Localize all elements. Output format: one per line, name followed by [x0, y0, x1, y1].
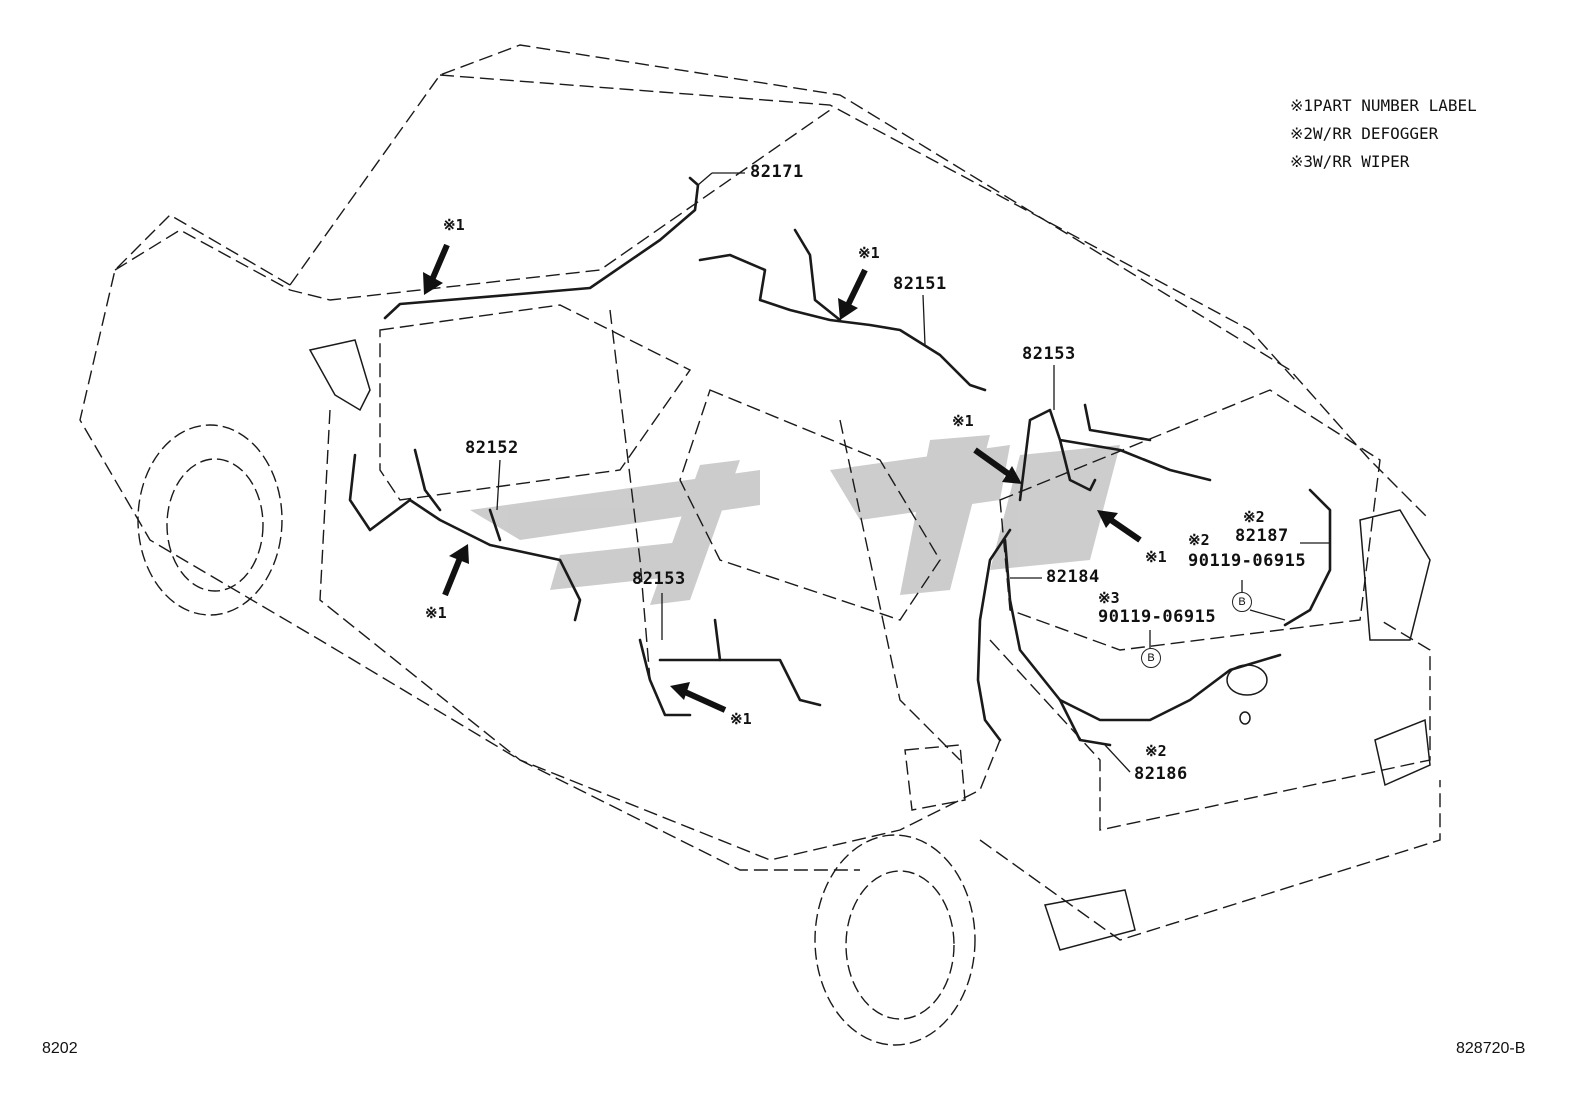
arrow-82171: [429, 243, 450, 282]
harness-82186: [1003, 538, 1282, 722]
note-82187: ※2: [1243, 508, 1265, 526]
note-bolt-b: ※2: [1188, 531, 1210, 549]
circle-b-marker-1: B: [1232, 592, 1252, 612]
car-body-upper: [79, 214, 860, 871]
note-82153-upper: ※1: [952, 412, 974, 430]
legend-item-2: ※2W/RR DEFOGGER: [1290, 124, 1439, 143]
note-82151: ※1: [858, 244, 880, 262]
mirror: [308, 339, 371, 412]
note-82184: ※1: [1145, 548, 1167, 566]
footer-left-code: 8202: [42, 1040, 78, 1057]
b-pillar: [609, 309, 651, 681]
rear-wheel-outer: [814, 834, 976, 1046]
leader-bolt-b2: [1249, 609, 1286, 621]
harness-82153-lower-branch: [713, 618, 722, 662]
car-front: [114, 109, 831, 301]
part-82171: 82171: [750, 162, 804, 182]
leader-82171: [697, 172, 713, 186]
rear-bumper: [979, 780, 1441, 941]
bolt-part-a: 90119-06915: [1098, 607, 1217, 627]
car-roof-outline: [289, 44, 1431, 521]
note-82171: ※1: [443, 216, 465, 234]
part-82187: 82187: [1235, 526, 1289, 546]
rear-lamp-lower: [1044, 889, 1136, 951]
part-82151: 82151: [893, 274, 947, 294]
front-door-window: [379, 304, 692, 501]
part-82153-lower: 82153: [632, 569, 686, 589]
watermark-logo: [470, 435, 1120, 605]
harness-82153-upper: [1018, 408, 1212, 502]
tail-lamp: [1359, 509, 1431, 641]
arrowhead-82184: [1097, 510, 1118, 528]
legend-item-3: ※3W/RR WIPER: [1290, 152, 1410, 171]
bolt-hole: [1239, 711, 1251, 725]
footer-right-code: 828720-B: [1456, 1040, 1526, 1057]
part-82153-upper: 82153: [1022, 344, 1076, 364]
car-roof-line: [439, 74, 1296, 381]
harness-82152-branch2: [488, 508, 502, 542]
arrow-82153-lower: [683, 689, 727, 713]
rear-wheel-inner: [845, 870, 955, 1020]
harness-82151: [698, 253, 987, 392]
arrow-82152: [442, 556, 463, 597]
car-side-lower: [319, 409, 1001, 861]
harness-82184: [976, 528, 1012, 742]
arrow-82184: [1106, 515, 1142, 543]
harness-82151-branch: [793, 228, 842, 322]
bolt-part-b: 90119-06915: [1188, 551, 1307, 571]
rear-door-window: [679, 389, 941, 621]
note-82152: ※1: [425, 604, 447, 622]
front-wheel-inner: [166, 458, 264, 592]
harness-82153-upper-branch: [1083, 403, 1152, 442]
fuel-door: [904, 744, 966, 811]
leader-82152: [496, 459, 501, 511]
legend: ※1PART NUMBER LABEL ※2W/RR DEFOGGER ※3W/…: [1290, 92, 1477, 176]
circle-b-marker-2: B: [1141, 648, 1161, 668]
arrow-82153-upper: [973, 447, 1012, 478]
harness-82187: [1283, 488, 1332, 627]
tailgate: [989, 619, 1431, 831]
arrowhead-82153-lower: [670, 682, 690, 700]
rear-reflector: [1374, 718, 1431, 787]
harness-82152-branch: [413, 448, 442, 512]
rear-glass: [999, 389, 1381, 651]
front-wheel-outer: [137, 424, 283, 616]
leader-82151: [922, 294, 926, 346]
arrow-82151: [845, 268, 868, 307]
part-82186: 82186: [1134, 764, 1188, 784]
arrowhead-82171: [423, 272, 443, 295]
arrowhead-82153-upper: [1002, 466, 1022, 484]
leader-82186: [1104, 744, 1131, 773]
harness-82186-branch: [1058, 698, 1112, 747]
part-82152: 82152: [465, 438, 519, 458]
note-bolt-a: ※3: [1098, 589, 1120, 607]
arrowhead-82151: [838, 298, 858, 320]
note-82153-lower: ※1: [730, 710, 752, 728]
harness-82152: [348, 453, 582, 622]
harness-82171: [383, 176, 700, 320]
note-82186: ※2: [1145, 742, 1167, 760]
legend-item-1: ※1PART NUMBER LABEL: [1290, 96, 1477, 115]
c-pillar: [839, 419, 961, 761]
harness-82153-lower: [638, 638, 822, 717]
arrowhead-82152: [449, 544, 469, 564]
part-82184: 82184: [1046, 567, 1100, 587]
